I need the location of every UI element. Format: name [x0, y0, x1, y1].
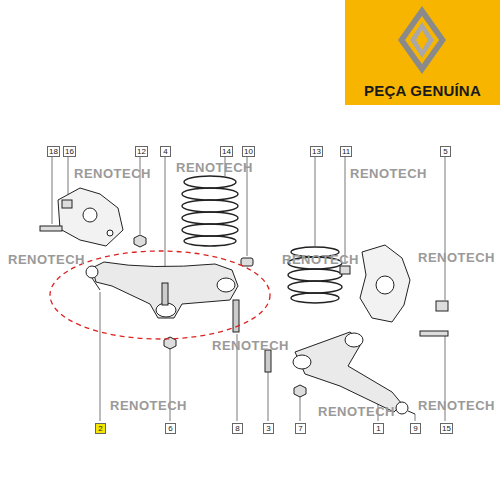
- nut: [340, 266, 350, 274]
- renault-logo: [398, 6, 446, 74]
- callout-number: 10: [242, 146, 255, 157]
- coil-spring: [182, 176, 238, 246]
- leader-lines: [52, 157, 445, 421]
- watermark: RENOTECH: [418, 398, 495, 413]
- watermark: RENOTECH: [212, 338, 289, 353]
- watermark: RENOTECH: [350, 166, 427, 181]
- callout-number: 1: [373, 423, 384, 434]
- callout-number: 3: [263, 423, 274, 434]
- badge-text: PEÇA GENUÍNA: [364, 82, 481, 99]
- badge-panel: [345, 0, 500, 105]
- callout-number: 2: [95, 423, 106, 434]
- callout-number: 7: [295, 423, 306, 434]
- callout-number: 15: [440, 423, 453, 434]
- watermark: RENOTECH: [74, 166, 151, 181]
- callout-number: 16: [63, 146, 76, 157]
- watermark: RENOTECH: [110, 398, 187, 413]
- watermark: RENOTECH: [282, 252, 359, 267]
- callout-number: 11: [340, 146, 352, 157]
- callout-number: 9: [410, 423, 421, 434]
- callout-number: 12: [135, 146, 148, 157]
- badge-box: PEÇA GENUÍNA: [345, 76, 500, 105]
- callout-number: 8: [232, 423, 243, 434]
- callout-number: 6: [165, 423, 176, 434]
- callout-number: 5: [440, 146, 451, 157]
- nut: [134, 235, 146, 247]
- callout-number: 13: [310, 146, 323, 157]
- watermark: RENOTECH: [418, 250, 495, 265]
- watermark: RENOTECH: [176, 160, 253, 175]
- callout-number: 18: [47, 146, 60, 157]
- bump-stop: [241, 258, 253, 266]
- rear-lower-arm: [86, 262, 239, 349]
- rear-knuckle: [40, 188, 123, 246]
- callout-number: 14: [220, 146, 233, 157]
- callout-number: 4: [160, 146, 171, 157]
- watermark: RENOTECH: [8, 252, 85, 267]
- watermark: RENOTECH: [318, 404, 395, 419]
